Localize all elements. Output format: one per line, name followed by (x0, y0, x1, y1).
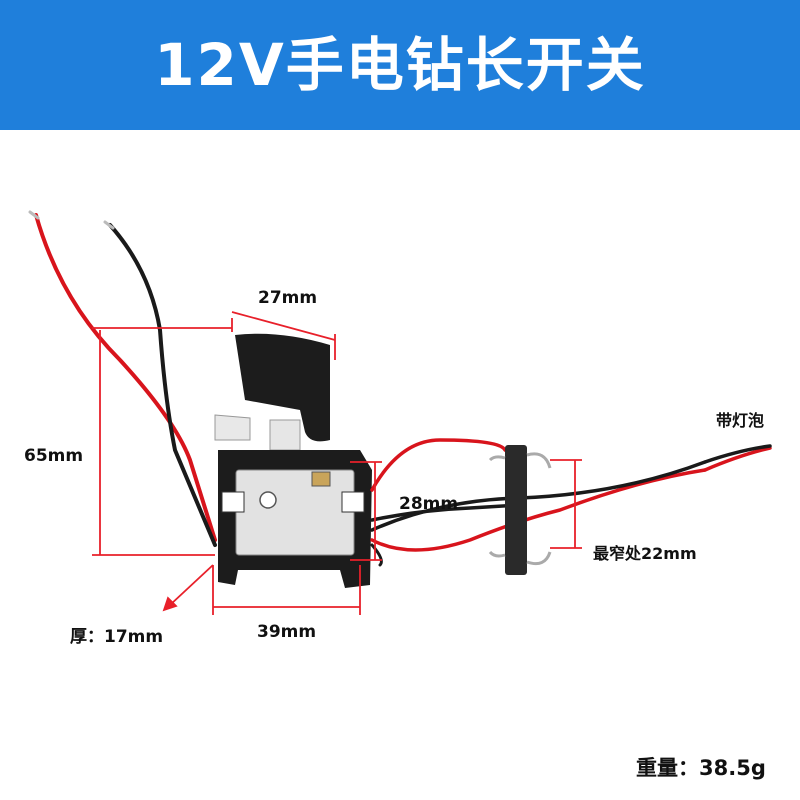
dimension-thickness: 厚：17mm (70, 627, 164, 647)
weight-label: 重量：38.5g (636, 756, 766, 780)
switch-body (218, 450, 372, 588)
dimension-lines (92, 311, 582, 615)
dimension-body-height: 28mm (399, 494, 459, 514)
connector-strip (488, 445, 552, 575)
product-title: 12V手电钻长开关 (154, 31, 646, 99)
dimension-narrowest: 最窄处22mm (593, 544, 697, 563)
lead-wires (28, 210, 217, 547)
product-photo (28, 210, 772, 615)
dimension-bottom-width: 39mm (257, 622, 317, 642)
trigger (214, 333, 330, 451)
bulb-label: 带灯泡 (716, 411, 765, 430)
title-banner (0, 0, 800, 130)
dimension-width-top: 27mm (258, 288, 318, 308)
dimension-height: 65mm (24, 446, 84, 466)
